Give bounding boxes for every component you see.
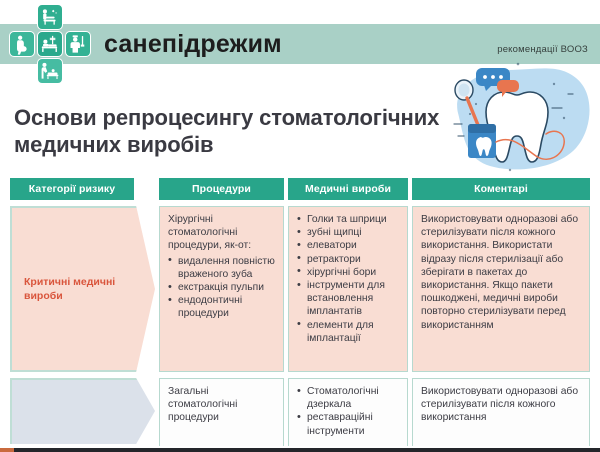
slide-bottom-edge [0, 446, 600, 452]
column-header-comments: Коментарі [412, 178, 590, 200]
list-item: ретрактори [297, 252, 401, 266]
risk-category-cell-row2 [10, 378, 155, 444]
medical-devices-list: Стоматологічні дзеркала реставраційні ін… [297, 384, 401, 438]
dental-tooth-illustration [440, 58, 600, 176]
risk-category-label: Критичні медичні вироби [24, 276, 116, 302]
column-header-risk-category: Категорії ризику [10, 178, 134, 200]
risk-category-cell-critical: Критичні медичні вироби [10, 206, 155, 372]
list-item: Голки та шприци [297, 212, 401, 226]
list-item: хірургічні бори [297, 265, 401, 279]
list-item: ендодонтичні процедури [168, 294, 277, 320]
list-item: елементи для імплантації [297, 318, 401, 345]
procedures-cell-general: Загальні стоматологічні процедури [159, 378, 284, 452]
list-item: екстракція пульпи [168, 281, 277, 294]
bottom-dark-strip [14, 448, 600, 452]
list-item: зубні щипці [297, 226, 401, 239]
procedures-lead-text: Загальні стоматологічні процедури [168, 386, 238, 424]
list-item: інструменти для встановлення імплантатів [297, 279, 401, 319]
list-item: елеватори [297, 239, 401, 252]
procedures-cell-critical: Хірургічні стоматологічні процедури, як-… [159, 206, 284, 372]
pregnant-woman-icon [9, 31, 35, 57]
list-item: видалення повністю враженого зуба [168, 254, 277, 281]
page-title: Основи репроцесингу стоматологічних меди… [14, 105, 440, 157]
sanepidrezhym-cross-logo[interactable] [6, 4, 98, 84]
medical-devices-list: Голки та шприци зубні щипці елеватори ре… [297, 212, 401, 345]
column-header-procedures: Процедури [159, 178, 284, 200]
medical-devices-cell-critical: Голки та шприци зубні щипці елеватори ре… [288, 206, 408, 372]
brand-title: санепідрежим [104, 30, 282, 58]
patient-transfer-icon [37, 58, 63, 84]
who-recommendation-note: рекомендації ВООЗ [497, 44, 588, 55]
bottom-accent-nub [0, 448, 14, 452]
list-item: реставраційні інструменти [297, 411, 401, 437]
column-header-medical-devices: Медичні вироби [288, 178, 408, 200]
nurse-icon [65, 31, 91, 57]
medical-devices-cell-general: Стоматологічні дзеркала реставраційні ін… [288, 378, 408, 452]
patient-on-table-icon [37, 4, 63, 30]
header-band [0, 24, 600, 64]
procedures-list: видалення повністю враженого зуба екстра… [168, 254, 277, 321]
comments-cell-general: Використовувати одноразові або стерилізу… [412, 378, 590, 452]
hospital-bed-icon [37, 31, 63, 57]
procedures-lead-text: Хірургічні стоматологічні процедури, як-… [168, 214, 252, 252]
comments-cell-critical: Використовувати одноразові або стерилізу… [412, 206, 590, 372]
reprocessing-table: Категорії ризику Процедури Медичні вироб… [0, 178, 600, 452]
list-item: Стоматологічні дзеркала [297, 384, 401, 411]
